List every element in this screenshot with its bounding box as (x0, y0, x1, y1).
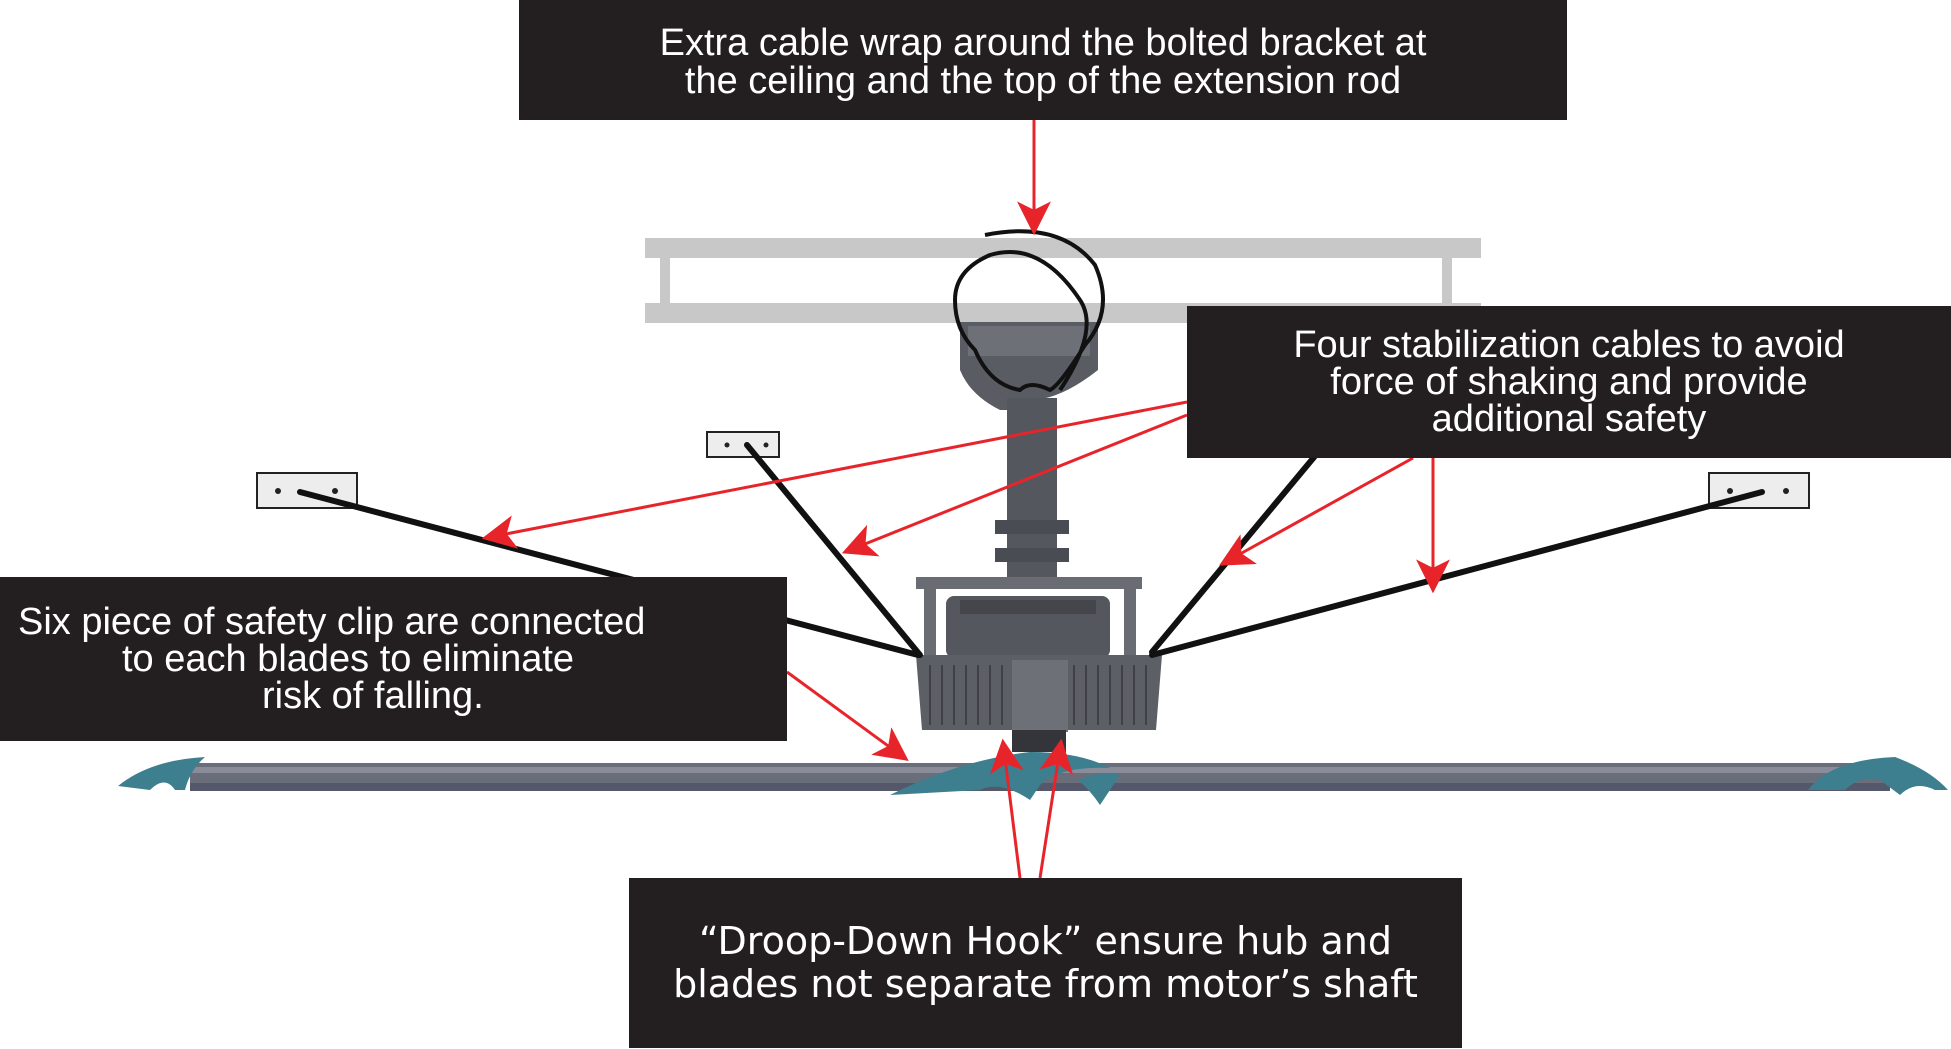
callout-droop-hook-line-1: “Droop-Down Hook” ensure hub and (699, 919, 1392, 963)
callout-safety-clip: Six piece of safety clip are connected t… (0, 577, 787, 741)
callout-stabilization-line-2: force of shaking and provide (1330, 360, 1808, 403)
callout-safety-clip-line-2: to each blades to eliminate (122, 637, 575, 680)
pointer-arrows (481, 120, 1450, 879)
callout-stabilization-line-3: additional safety (1431, 397, 1707, 440)
callout-safety-clip-line-1: Six piece of safety clip are connected (18, 600, 646, 643)
callout-cable-wrap-line-1: Extra cable wrap around the bolted brack… (659, 22, 1427, 64)
callout-stabilization-line-1: Four stabilization cables to avoid (1293, 323, 1845, 366)
callout-safety-clip-line-3: risk of falling. (262, 674, 484, 717)
cable-wrap-loop (952, 229, 1105, 393)
callout-cable-wrap: Extra cable wrap around the bolted brack… (519, 0, 1567, 120)
fan-blades (118, 752, 1948, 805)
callout-droop-down-hook: “Droop-Down Hook” ensure hub and blades … (629, 878, 1462, 1048)
callout-droop-hook-line-2: blades not separate from motor’s shaft (673, 962, 1418, 1006)
callout-stabilization-cables: Four stabilization cables to avoid force… (1187, 306, 1951, 458)
callout-cable-wrap-line-2: the ceiling and the top of the extension… (684, 60, 1402, 102)
motor-housing (916, 577, 1162, 752)
